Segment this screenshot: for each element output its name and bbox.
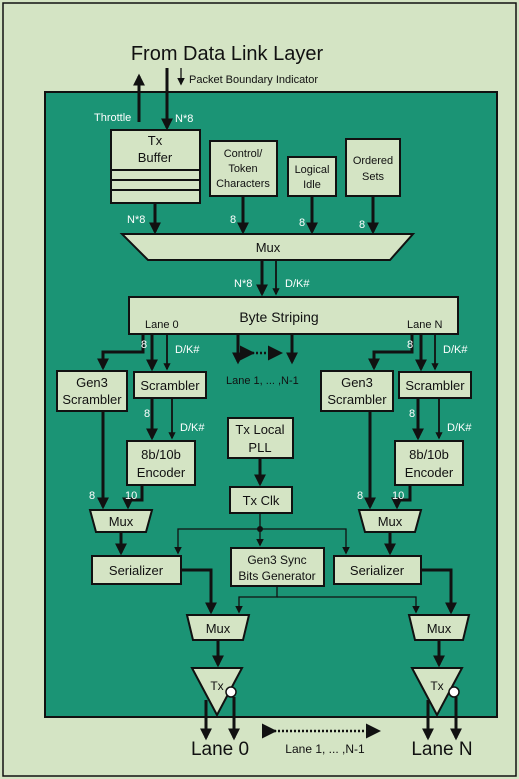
byte-striping: Byte Striping Lane 0 Lane N (128, 296, 459, 335)
throttle-label: Throttle (94, 112, 131, 124)
left-ten-label: 10 (125, 490, 137, 502)
control-token-label-3: Characters (216, 178, 270, 190)
title: From Data Link Layer (131, 43, 324, 65)
left-mux: Mux (88, 509, 154, 533)
right-encoder: 8b/10b Encoder (394, 440, 464, 486)
left-striping-to-gen3-arrow (97, 335, 145, 371)
left-tx-label: Tx (210, 679, 223, 693)
left-encoder-label-2: Encoder (137, 465, 186, 480)
dk-label-mux: D/K# (285, 278, 310, 290)
n8-label-buffer: N*8 (127, 214, 145, 226)
eight-label-idle: 8 (299, 217, 305, 229)
left-encoder: 8b/10b Encoder (126, 440, 196, 486)
top-mux-label: Mux (256, 240, 281, 255)
right-ten-label: 10 (392, 490, 404, 502)
left-serializer-to-mux-arrow (181, 568, 217, 615)
right-dk-label-2: D/K# (447, 422, 472, 434)
tx-buffer-label-1: Tx (148, 133, 163, 148)
lanen-label: Lane N (411, 739, 472, 760)
left-gen3-label-1: Gen3 (76, 375, 108, 390)
right-serializer-label: Serializer (350, 563, 405, 578)
right-eight-label-1: 8 (407, 339, 413, 351)
lanen-small-label: Lane N (407, 319, 443, 331)
tx-buffer-label-2: Buffer (138, 150, 173, 165)
left-eight-label-2: 8 (144, 408, 150, 420)
clk-to-left-serializer-arrow (174, 528, 260, 555)
right-tx-label: Tx (430, 679, 443, 693)
right-eight-label-3: 8 (357, 490, 363, 502)
control-token-characters: Control/ Token Characters (209, 140, 278, 197)
right-encoder-to-mux-arrow (391, 486, 412, 510)
left-serializer-label: Serializer (109, 563, 164, 578)
right-scrambler: Scrambler (398, 371, 472, 399)
right-encoder-label-2: Encoder (405, 465, 454, 480)
left-gen3-scrambler: Gen3 Scrambler (56, 370, 128, 412)
right-encoder-label-1: 8b/10b (409, 447, 449, 462)
left-encoder-label-1: 8b/10b (141, 447, 181, 462)
right-serializer-to-mux-arrow (421, 568, 457, 615)
left-mux-label: Mux (109, 514, 134, 529)
right-output-mux-label: Mux (427, 621, 452, 636)
top-mux: Mux (119, 233, 416, 261)
sync-to-right-mux-arrow (277, 596, 420, 614)
left-eight-label-3: 8 (89, 490, 95, 502)
left-tx-driver: Tx (190, 667, 244, 718)
tx-local-pll: Tx Local PLL (227, 417, 294, 459)
tx-local-pll-label-2: PLL (248, 440, 271, 455)
right-gen3-label-2: Scrambler (327, 392, 387, 407)
logical-idle-label-1: Logical (295, 164, 330, 176)
right-scrambler-label: Scrambler (405, 378, 465, 393)
left-dk-label-1: D/K# (175, 344, 200, 356)
left-scrambler-label: Scrambler (140, 378, 200, 393)
ordered-sets-label-2: Sets (362, 171, 385, 183)
eight-label-control: 8 (230, 214, 236, 226)
tx-local-pll-label-1: Tx Local (235, 422, 284, 437)
right-mux-label: Mux (378, 514, 403, 529)
gen3-sync-label-2: Bits Generator (238, 569, 315, 583)
right-eight-label-2: 8 (409, 408, 415, 420)
right-serializer: Serializer (333, 555, 422, 585)
ordered-sets-label-1: Ordered (353, 155, 393, 167)
clk-to-right-serializer-arrow (260, 528, 350, 555)
packet-boundary-label: Packet Boundary Indicator (189, 74, 318, 86)
left-output-mux-label: Mux (206, 621, 231, 636)
gen3-sync-bits-generator: Gen3 Sync Bits Generator (230, 547, 325, 587)
left-eight-label-1: 8 (141, 339, 147, 351)
left-dk-label-2: D/K# (180, 422, 205, 434)
bottom-lanes-label: Lane 1, ... ,N-1 (285, 742, 365, 756)
right-output-mux: Mux (407, 614, 471, 641)
eight-label-ordered: 8 (359, 219, 365, 231)
sync-to-left-mux-arrow (235, 587, 278, 614)
right-striping-to-gen3-arrow (368, 335, 414, 371)
left-scrambler: Scrambler (133, 371, 207, 399)
ordered-sets: Ordered Sets (345, 138, 401, 197)
tx-clk-label: Tx Clk (243, 493, 280, 508)
right-dk-label-1: D/K# (443, 344, 468, 356)
right-mux: Mux (357, 509, 423, 533)
logical-idle-label-2: Idle (303, 179, 321, 191)
middle-lanes-label: Lane 1, ... ,N-1 (226, 375, 299, 387)
byte-striping-label: Byte Striping (239, 309, 318, 325)
control-token-label-2: Token (228, 163, 257, 175)
right-gen3-scrambler: Gen3 Scrambler (320, 370, 394, 412)
lane0-small-label: Lane 0 (145, 319, 179, 331)
n8-label-mux: N*8 (234, 278, 252, 290)
tx-buffer: Tx Buffer (110, 129, 201, 204)
right-gen3-label-1: Gen3 (341, 375, 373, 390)
left-gen3-label-2: Scrambler (62, 392, 122, 407)
lane0-label: Lane 0 (191, 739, 249, 760)
right-tx-driver: Tx (410, 667, 464, 718)
n8-label-top: N*8 (175, 113, 193, 125)
control-token-label-1: Control/ (224, 148, 263, 160)
logical-idle: Logical Idle (287, 156, 337, 197)
left-serializer: Serializer (91, 555, 182, 585)
gen3-sync-label-1: Gen3 Sync (247, 553, 306, 567)
left-encoder-to-mux-arrow (122, 486, 144, 510)
left-output-mux: Mux (185, 614, 251, 641)
tx-clk: Tx Clk (229, 486, 293, 514)
